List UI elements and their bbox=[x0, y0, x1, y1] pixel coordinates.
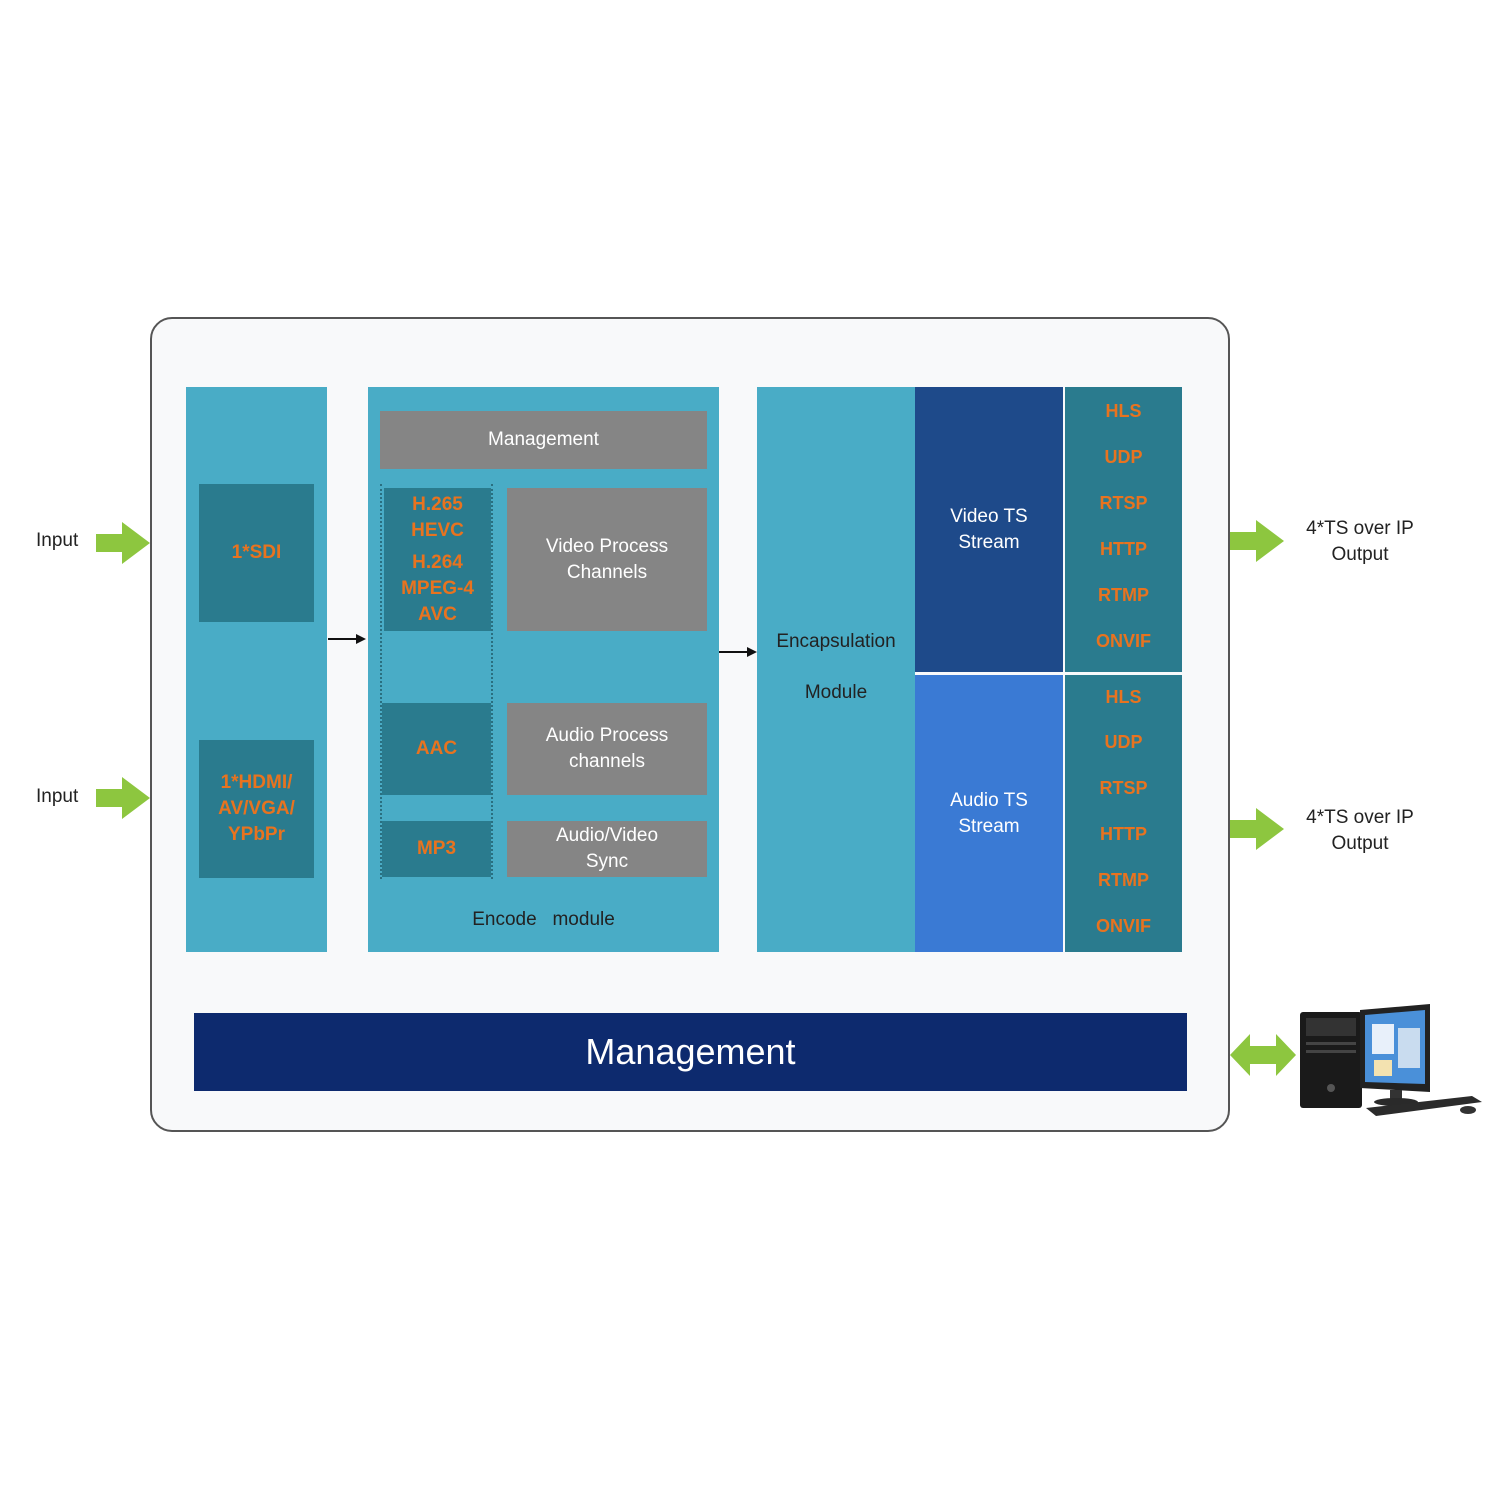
output-label-1: 4*TS over IP Output bbox=[1290, 516, 1430, 568]
video-process-line1: Video Process bbox=[545, 535, 669, 557]
av-sync-line1: Audio/Video bbox=[555, 825, 659, 846]
management-bar-label: Management bbox=[585, 1031, 796, 1072]
green-arrow-icon bbox=[1230, 520, 1284, 562]
input-label-2: Input bbox=[36, 786, 79, 807]
protocol-rtmp: RTMP bbox=[1098, 585, 1149, 605]
management-bar: Management bbox=[194, 1013, 1187, 1091]
encapsulation-label-line2: Module bbox=[804, 682, 868, 703]
mp3-block: MP3 bbox=[382, 821, 491, 877]
green-arrow-icon bbox=[96, 522, 150, 564]
output-2-line2: Output bbox=[1331, 833, 1389, 854]
encapsulation-module bbox=[757, 387, 915, 952]
protocol-udp: UDP bbox=[1104, 732, 1143, 752]
computer-icon bbox=[1300, 1004, 1482, 1116]
video-ts-line2: Stream bbox=[958, 531, 1020, 553]
green-arrow-icon bbox=[1230, 808, 1284, 850]
connector-arrow-icon bbox=[328, 634, 366, 644]
audio-ts-stream-block: Audio TS Stream bbox=[915, 675, 1063, 952]
codec-mpeg4: MPEG-4 bbox=[401, 577, 474, 599]
codec-h264: H.264 bbox=[412, 551, 463, 573]
protocol-hls: HLS bbox=[1105, 401, 1142, 421]
mp3-label: MP3 bbox=[416, 838, 457, 859]
video-process-block: Video Process Channels bbox=[507, 488, 707, 631]
protocol-udp: UDP bbox=[1104, 447, 1143, 467]
encode-module-label: Encode module bbox=[472, 909, 615, 930]
video-ts-line1: Video TS bbox=[950, 505, 1028, 527]
encapsulation-label-line1: Encapsulation bbox=[776, 631, 896, 652]
output-label-2: 4*TS over IP Output bbox=[1290, 805, 1430, 857]
sdi-input-block: 1*SDI bbox=[199, 484, 314, 622]
audio-ts-line2: Stream bbox=[958, 815, 1020, 837]
video-codec-block: H.265 HEVC H.264 MPEG-4 AVC bbox=[384, 488, 491, 631]
video-protocols-block: HLS UDP RTSP HTTP RTMP ONVIF bbox=[1065, 387, 1182, 672]
green-arrow-icon bbox=[96, 777, 150, 819]
codec-h265: H.265 bbox=[412, 493, 463, 515]
audio-protocols-block: HLS UDP RTSP HTTP RTMP ONVIF bbox=[1065, 675, 1182, 952]
codec-column-outline bbox=[380, 484, 493, 879]
output-1-line1: 4*TS over IP bbox=[1306, 518, 1414, 539]
output-1-line2: Output bbox=[1331, 544, 1389, 565]
audio-process-block: Audio Process channels bbox=[507, 703, 707, 795]
connector-arrow-icon bbox=[719, 647, 757, 657]
hdmi-label-line1: 1*HDMI/ bbox=[220, 772, 293, 793]
input-label-1: Input bbox=[36, 530, 79, 551]
encode-management-label: Management bbox=[488, 429, 599, 450]
hdmi-label-line3: YPbPr bbox=[227, 824, 286, 845]
double-arrow-icon bbox=[1230, 1034, 1296, 1076]
protocol-http: HTTP bbox=[1100, 539, 1147, 559]
audio-ts-line1: Audio TS bbox=[950, 789, 1028, 811]
protocol-rtsp: RTSP bbox=[1099, 778, 1148, 798]
protocol-hls: HLS bbox=[1105, 687, 1142, 707]
aac-label: AAC bbox=[415, 738, 458, 759]
av-sync-block: Audio/Video Sync bbox=[507, 821, 707, 877]
codec-hevc: HEVC bbox=[411, 519, 464, 541]
protocol-rtsp: RTSP bbox=[1099, 493, 1148, 513]
video-ts-stream-block: Video TS Stream bbox=[915, 387, 1063, 672]
hdmi-label-line2: AV/VGA/ bbox=[218, 798, 295, 819]
hdmi-input-block: 1*HDMI/ AV/VGA/ YPbPr bbox=[199, 740, 314, 878]
aac-block: AAC bbox=[382, 703, 491, 795]
av-sync-line2: Sync bbox=[585, 851, 629, 872]
sdi-label: 1*SDI bbox=[231, 542, 282, 563]
protocol-onvif: ONVIF bbox=[1095, 916, 1151, 936]
audio-process-line1: Audio Process bbox=[545, 725, 669, 746]
protocol-rtmp: RTMP bbox=[1098, 870, 1149, 890]
video-process-line2: Channels bbox=[566, 561, 648, 583]
output-2-line1: 4*TS over IP bbox=[1306, 807, 1414, 828]
audio-process-line2: channels bbox=[568, 751, 646, 772]
protocol-onvif: ONVIF bbox=[1095, 631, 1151, 651]
codec-avc: AVC bbox=[418, 603, 457, 625]
encode-management-block: Management bbox=[380, 411, 707, 469]
protocol-http: HTTP bbox=[1100, 824, 1147, 844]
